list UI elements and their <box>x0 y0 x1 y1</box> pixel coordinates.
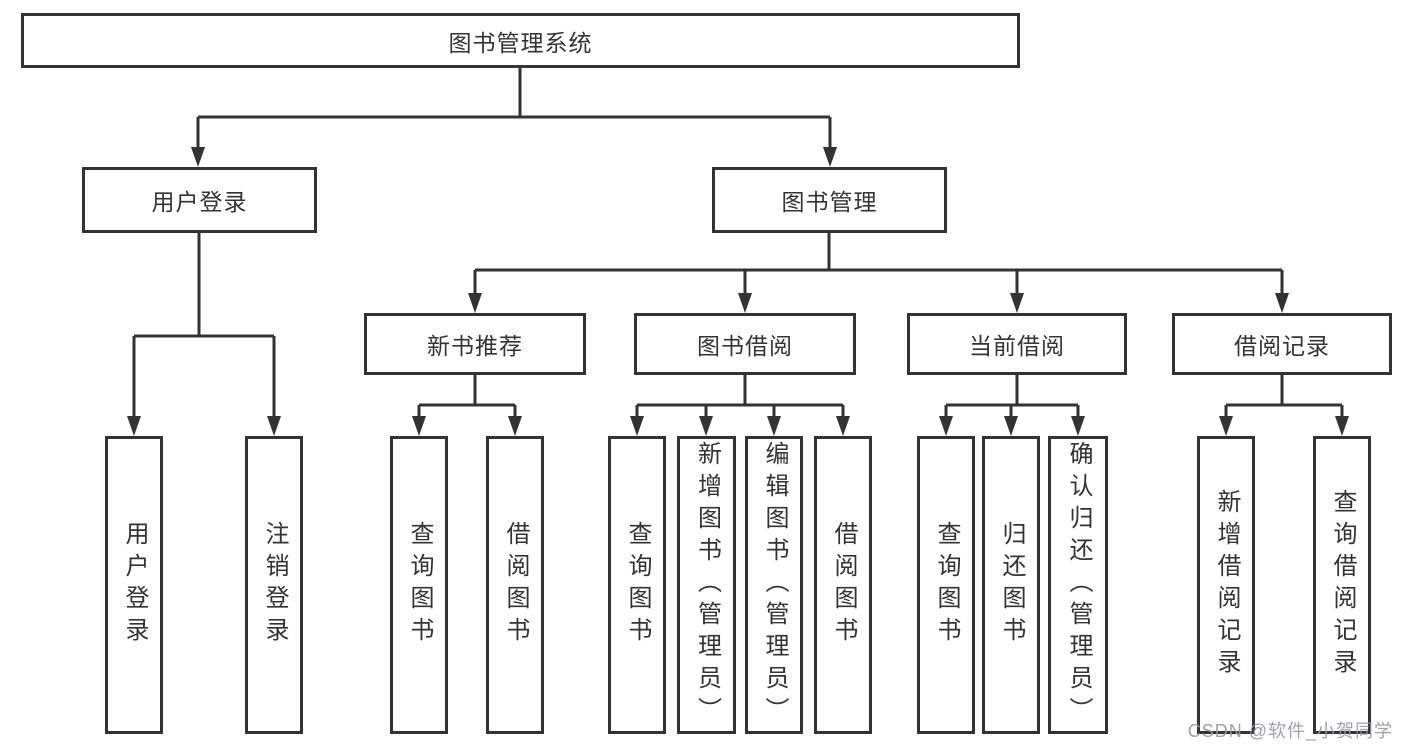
leaf-label: 注销登录 <box>261 521 288 649</box>
node-label: 图书管理系统 <box>448 29 593 56</box>
watermark: CSDN @软件_小贺同学 <box>1187 721 1393 741</box>
leaf-query-borrow-record: 查询借阅记录 <box>1313 436 1371 734</box>
leaf-add-borrow-record: 新增借阅记录 <box>1197 436 1255 734</box>
node-book-borrowing: 图书借阅 <box>634 313 856 375</box>
node-label: 当前借阅 <box>969 333 1065 359</box>
leaf-borrow-books-recommend: 借阅图书 <box>486 436 544 734</box>
node-label: 图书借阅 <box>697 333 793 359</box>
leaf-label: 借阅图书 <box>830 521 857 649</box>
node-label: 借阅记录 <box>1234 333 1330 359</box>
leaf-logout: 注销登录 <box>245 436 303 734</box>
leaf-label: 新增图书（管理员） <box>693 441 721 729</box>
leaf-label: 查询图书 <box>406 521 433 649</box>
node-label: 图书管理 <box>781 189 878 215</box>
node-book-management: 图书管理 <box>712 167 947 233</box>
node-user-login: 用户登录 <box>82 167 317 233</box>
node-label: 新书推荐 <box>427 333 523 359</box>
node-borrowing-records: 借阅记录 <box>1172 313 1392 375</box>
leaf-query-books-borrowing: 查询图书 <box>608 436 666 734</box>
leaf-edit-books-admin: 编辑图书（管理员） <box>745 436 803 734</box>
leaf-label: 查询图书 <box>933 521 960 649</box>
leaf-label: 借阅图书 <box>502 521 529 649</box>
leaf-label: 新增借阅记录 <box>1213 489 1240 681</box>
node-label: 用户登录 <box>151 189 248 215</box>
leaf-label: 归还图书 <box>998 521 1025 649</box>
leaf-add-books-admin: 新增图书（管理员） <box>677 436 736 734</box>
leaf-borrow-books: 借阅图书 <box>814 436 872 734</box>
leaf-confirm-return-admin: 确认归还（管理员） <box>1048 436 1108 734</box>
leaf-query-books-recommend: 查询图书 <box>390 436 448 734</box>
connector-path <box>132 68 1344 422</box>
leaf-return-books: 归还图书 <box>982 436 1040 734</box>
node-current-borrowing: 当前借阅 <box>907 313 1127 375</box>
leaf-query-books-current: 查询图书 <box>917 436 975 734</box>
node-library-system: 图书管理系统 <box>21 13 1020 68</box>
leaf-label: 用户登录 <box>121 521 148 649</box>
leaf-label: 查询图书 <box>624 521 651 649</box>
leaf-label: 确认归还（管理员） <box>1065 441 1092 729</box>
node-new-book-recommendation: 新书推荐 <box>364 313 586 375</box>
leaf-label: 编辑图书（管理员） <box>761 441 788 729</box>
leaf-user-login: 用户登录 <box>105 436 163 734</box>
leaf-label: 查询借阅记录 <box>1329 489 1356 681</box>
